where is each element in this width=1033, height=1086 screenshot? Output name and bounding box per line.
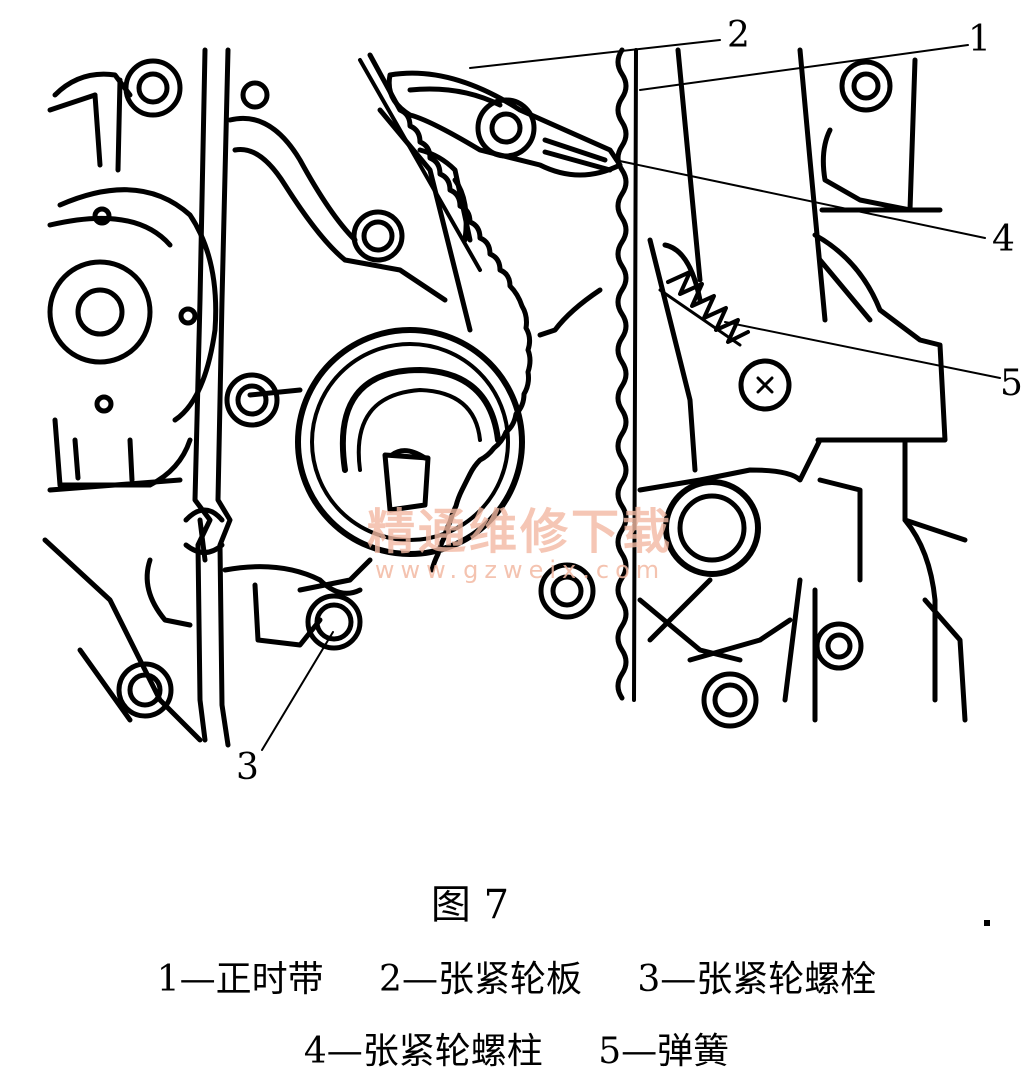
timing-belt-tensioner-diagram bbox=[42, 39, 1001, 751]
leader-lines bbox=[261, 39, 1001, 751]
mounting-bolts bbox=[116, 58, 893, 729]
engine-block bbox=[537, 47, 968, 723]
legend-item-spring: 5—弹簧 bbox=[598, 1031, 730, 1072]
legend-item-tensioner-bolt: 3—张紧轮螺栓 bbox=[637, 959, 877, 1000]
figure-title: 图 7 bbox=[430, 882, 510, 928]
callout-4: 4 bbox=[992, 219, 1015, 260]
water-pump-housing bbox=[42, 71, 219, 743]
legend-line-2: 4—张紧轮螺柱 5—弹簧 bbox=[0, 1022, 1033, 1074]
legend-line-1: 1—正时带 2—张紧轮板 3—张紧轮螺栓 bbox=[0, 950, 1033, 1002]
tensioner-spring bbox=[658, 270, 792, 412]
tensioner-plate bbox=[377, 70, 623, 333]
legend-item-timing-belt: 1—正时带 bbox=[156, 959, 324, 1000]
callout-5: 5 bbox=[1000, 363, 1023, 404]
cover-rib bbox=[227, 115, 448, 303]
callout-2: 2 bbox=[727, 15, 750, 56]
print-speck bbox=[984, 920, 990, 926]
callout-3: 3 bbox=[236, 747, 259, 788]
callout-1: 1 bbox=[968, 19, 991, 60]
legend-item-tensioner-stud: 4—张紧轮螺柱 bbox=[303, 1031, 543, 1072]
tensioner-pulley bbox=[222, 327, 525, 651]
legend-item-tensioner-plate: 2—张紧轮板 bbox=[379, 959, 582, 1000]
timing-cover-edge bbox=[183, 47, 233, 748]
timing-belt bbox=[358, 47, 638, 702]
